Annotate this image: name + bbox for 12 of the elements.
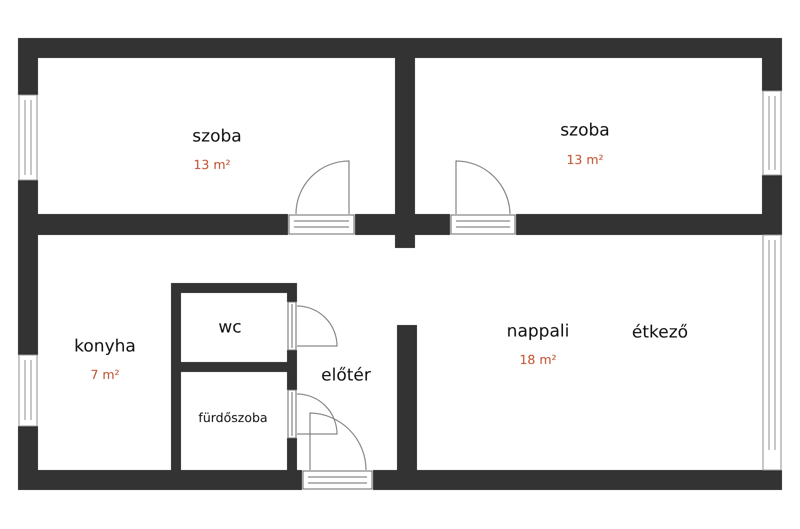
room-name: konyha	[74, 338, 136, 356]
room-name: fürdőszoba	[198, 411, 268, 425]
room-name: nappali	[506, 322, 570, 342]
room-name: szoba	[560, 122, 610, 140]
room-name: előtér	[321, 366, 371, 386]
room-name: szoba	[192, 128, 242, 146]
room-name: wc	[218, 318, 242, 338]
room-name: étkező	[632, 324, 688, 342]
room-area: 13 m²	[566, 153, 604, 167]
room-area: 18 m²	[519, 353, 557, 367]
room-area: 13 m²	[193, 158, 231, 172]
room-area: 7 m²	[90, 368, 120, 382]
